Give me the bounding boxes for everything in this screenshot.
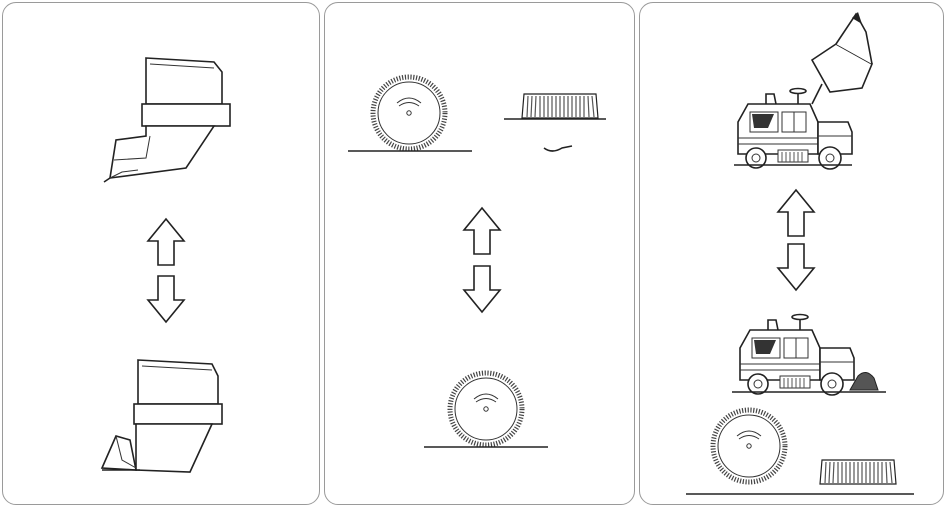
up-arrow-icon xyxy=(464,208,500,254)
sweeper-sweeping-icon xyxy=(732,315,886,396)
side-brush-icon xyxy=(713,410,785,482)
up-arrow-icon xyxy=(148,219,184,265)
side-brush-lowered-icon xyxy=(424,373,548,447)
hopper-lowered-icon xyxy=(102,360,222,472)
side-brush-icon xyxy=(348,77,472,151)
main-brush-icon xyxy=(504,94,606,151)
down-arrow-icon xyxy=(778,244,814,290)
up-arrow-icon xyxy=(778,190,814,236)
hopper-raised-icon xyxy=(104,58,230,182)
down-arrow-icon xyxy=(148,276,184,322)
sweeper-dumping-icon xyxy=(734,12,872,169)
main-brush-icon xyxy=(820,460,896,484)
down-arrow-icon xyxy=(464,266,500,312)
